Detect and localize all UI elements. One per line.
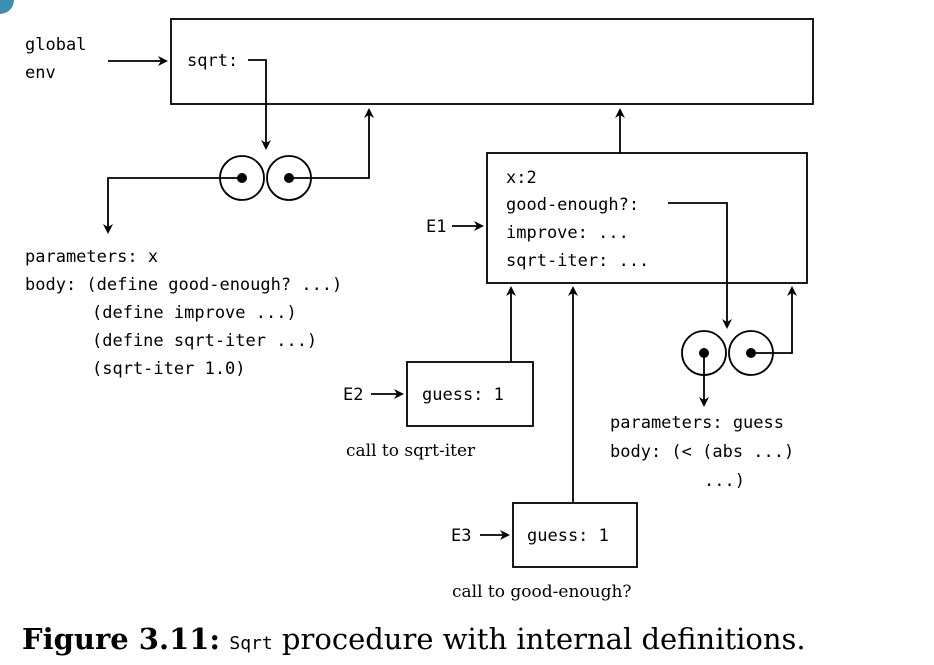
E1-label: E1 (426, 217, 446, 237)
sqrt-body-line4: (sqrt-iter 1.0) (92, 359, 246, 379)
good-enough-parameters: parameters: guess (610, 413, 784, 433)
E3-frame (512, 502, 638, 568)
E2-label: E2 (343, 385, 363, 405)
sqrt-body-line2: (define improve ...) (92, 303, 297, 323)
E2-frame (406, 361, 534, 427)
sqrt-env-pointer (289, 108, 374, 179)
global-env-label-line2: env (25, 63, 56, 83)
E1-binding-x: x:2 (506, 168, 537, 188)
E1-binding-good-enough: good-enough?: (506, 195, 639, 215)
sqrt-code-pointer (103, 177, 242, 234)
E1-binding-sqrt-iter: sqrt-iter: ... (506, 251, 649, 271)
sqrt-binding-pointer (248, 59, 271, 150)
sqrt-parameters: parameters: x (25, 247, 158, 267)
figure-caption: Figure 3.11: Sqrt procedure with interna… (22, 622, 806, 656)
global-frame (170, 18, 814, 105)
caption-code-word: Sqrt (229, 633, 273, 654)
caption-text: procedure with internal definitions. (272, 622, 806, 656)
figure-number: Figure 3.11: (22, 622, 221, 656)
good-enough-binding-pointer (668, 202, 732, 329)
sqrt-body-line3: (define sqrt-iter ...) (92, 331, 317, 351)
sqrt-body-line1: body: (define good-enough? ...) (25, 275, 342, 295)
good-enough-body-line2: ...) (704, 471, 745, 491)
E3-label: E3 (451, 526, 471, 546)
global-env-label-line1: global (25, 35, 86, 55)
E1-binding-improve: improve: ... (506, 223, 629, 243)
global-frame-sqrt-binding: sqrt: (187, 51, 238, 71)
E2-caption: call to sqrt-iter (346, 441, 476, 461)
E1-frame (486, 152, 808, 284)
E2-binding-guess: guess: 1 (422, 385, 504, 405)
E3-caption: call to good-enough? (452, 582, 632, 602)
environment-diagram: global env sqrt: parameters: x body: (de… (25, 18, 814, 602)
good-enough-env-pointer (751, 286, 797, 354)
good-enough-body-line1: body: (< (abs ...) (610, 442, 794, 462)
E3-binding-guess: guess: 1 (527, 526, 609, 546)
